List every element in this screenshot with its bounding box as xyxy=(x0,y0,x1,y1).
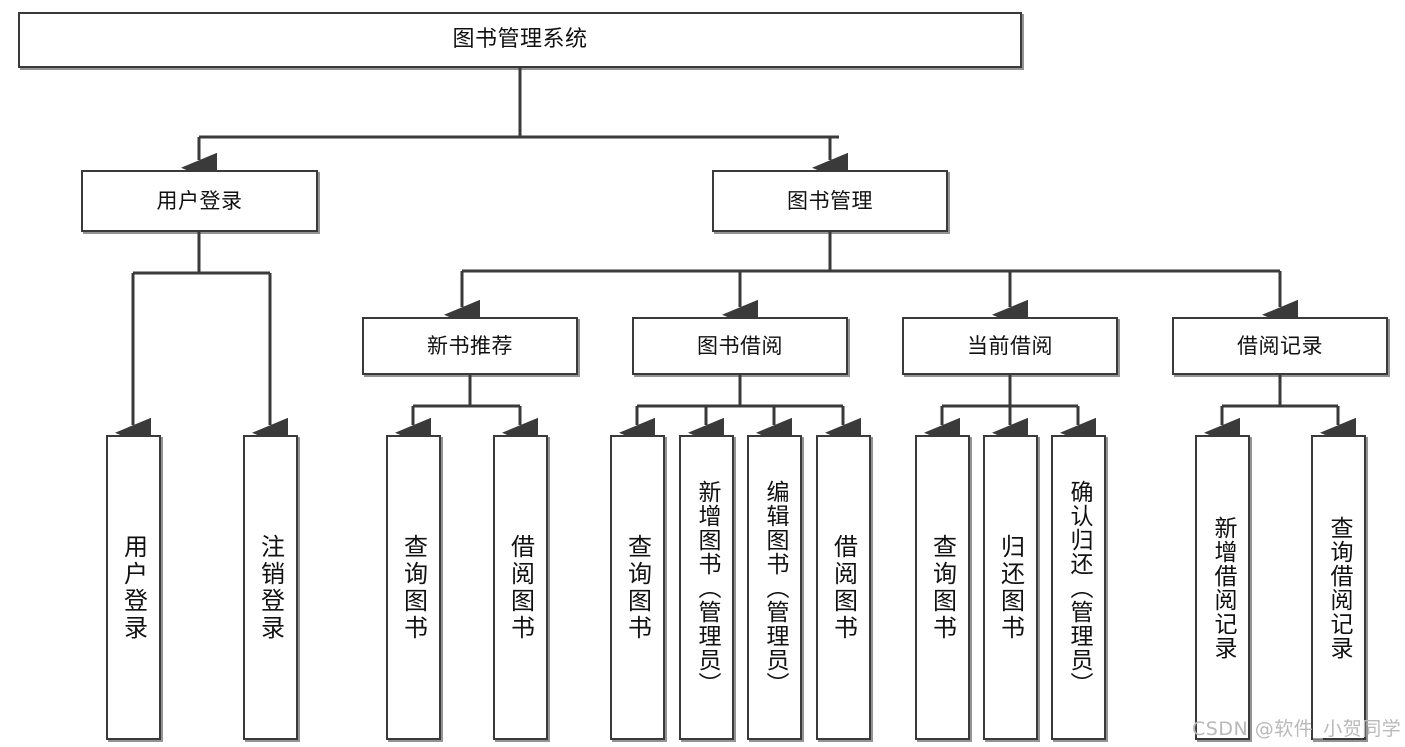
node-label: 归还图书 xyxy=(996,533,1025,642)
node-current-borrowing[interactable]: 当前借阅 xyxy=(902,317,1118,375)
node-label: 注销登录 xyxy=(256,533,285,642)
leaf-query-books-recommend[interactable]: 查询图书 xyxy=(386,435,441,740)
node-label: 新书推荐 xyxy=(427,333,513,358)
node-book-borrowing[interactable]: 图书借阅 xyxy=(632,317,848,375)
node-new-book-recommendation[interactable]: 新书推荐 xyxy=(362,317,578,375)
leaf-add-borrow-record[interactable]: 新增借阅记录 xyxy=(1195,435,1250,740)
node-label: 查询图书 xyxy=(399,533,428,642)
leaf-add-book-admin[interactable]: 新增图书（管理员） xyxy=(679,435,734,740)
node-label: 用户登录 xyxy=(119,533,148,642)
node-label: 查询借阅记录 xyxy=(1326,515,1352,660)
node-borrowing-record[interactable]: 借阅记录 xyxy=(1172,317,1388,375)
node-label: 借阅图书 xyxy=(829,533,858,642)
node-label: 确认归还（管理员） xyxy=(1066,479,1092,696)
node-book-management[interactable]: 图书管理 xyxy=(712,170,948,232)
node-label: 图书管理系统 xyxy=(452,27,588,52)
node-label: 用户登录 xyxy=(156,188,243,213)
node-label: 借阅图书 xyxy=(506,533,535,642)
leaf-query-books-borrow[interactable]: 查询图书 xyxy=(610,435,665,740)
leaf-borrow-books-recommend[interactable]: 借阅图书 xyxy=(493,435,548,740)
node-label: 编辑图书（管理员） xyxy=(762,479,788,696)
leaf-query-books-current[interactable]: 查询图书 xyxy=(915,435,970,740)
node-label: 新增借阅记录 xyxy=(1210,515,1236,660)
watermark: CSDN @软件_小贺同学 xyxy=(1192,718,1402,740)
node-label: 查询图书 xyxy=(928,533,957,642)
leaf-borrow-books[interactable]: 借阅图书 xyxy=(816,435,871,740)
leaf-query-borrow-record[interactable]: 查询借阅记录 xyxy=(1311,435,1366,740)
node-label: 新增图书（管理员） xyxy=(694,479,720,696)
node-user-login[interactable]: 用户登录 xyxy=(81,170,318,232)
leaf-return-books[interactable]: 归还图书 xyxy=(983,435,1038,740)
node-label: 图书管理 xyxy=(787,188,873,213)
leaf-logout[interactable]: 注销登录 xyxy=(243,435,298,740)
node-root-library-management-system[interactable]: 图书管理系统 xyxy=(18,12,1022,68)
node-label: 当前借阅 xyxy=(967,333,1053,358)
leaf-user-login[interactable]: 用户登录 xyxy=(106,435,161,740)
node-label: 查询图书 xyxy=(623,533,652,642)
node-label: 借阅记录 xyxy=(1237,333,1323,358)
leaf-edit-book-admin[interactable]: 编辑图书（管理员） xyxy=(747,435,802,740)
leaf-confirm-return-admin[interactable]: 确认归还（管理员） xyxy=(1051,435,1106,740)
node-label: 图书借阅 xyxy=(697,333,783,358)
